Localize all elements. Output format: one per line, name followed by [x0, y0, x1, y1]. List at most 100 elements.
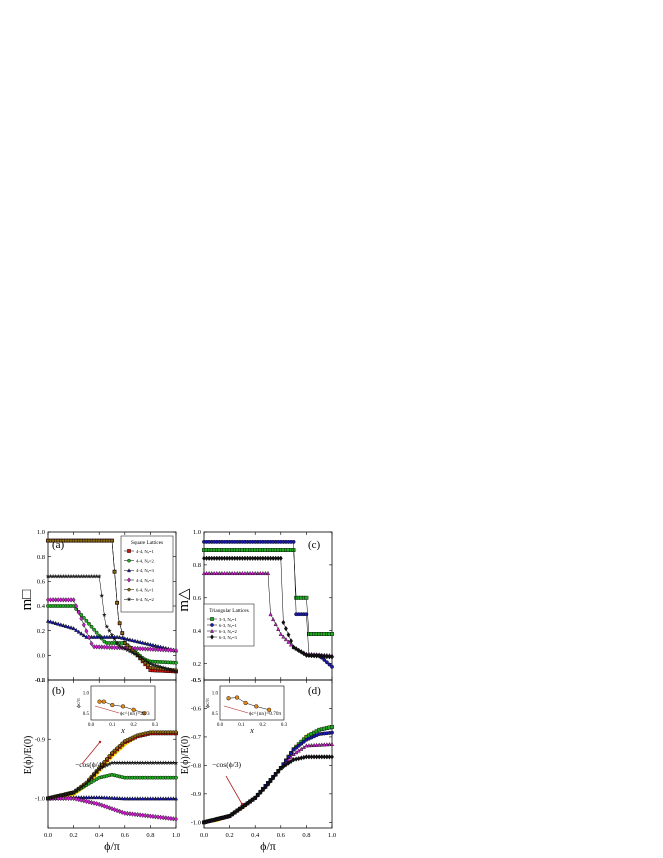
- data-point: [166, 815, 171, 821]
- data-point: [140, 812, 145, 818]
- legend-marker: [210, 617, 214, 621]
- data-point: [130, 638, 135, 643]
- data-point: [104, 762, 110, 768]
- data-point: [110, 538, 114, 543]
- data-point: [286, 632, 291, 638]
- data-point: [104, 757, 109, 761]
- data-point: [158, 730, 163, 734]
- data-point: [322, 653, 327, 660]
- data-point: [46, 597, 50, 603]
- data-point: [96, 766, 102, 771]
- data-point: [51, 620, 56, 625]
- inset-point: [243, 700, 248, 706]
- data-point: [120, 809, 125, 815]
- y-tick-label: 0.8: [193, 562, 201, 569]
- data-point: [201, 570, 207, 576]
- series-line: [203, 724, 333, 824]
- data-point: [51, 538, 56, 543]
- data-point: [250, 797, 255, 803]
- data-point: [107, 761, 112, 767]
- data-point: [219, 570, 224, 576]
- data-point: [92, 795, 97, 800]
- data-point: [143, 796, 148, 801]
- data-point: [168, 730, 173, 734]
- legend-entry: 6-4, Nₑ=1: [136, 587, 155, 593]
- data-point: [156, 646, 161, 653]
- data-point: [158, 647, 163, 653]
- data-point: [61, 597, 66, 603]
- data-point: [278, 765, 283, 771]
- series-0: [47, 731, 176, 800]
- panel-c: 0.50.20.40.60.81.0m△(c)Triangular Lattic…: [176, 529, 335, 684]
- data-point: [230, 570, 235, 576]
- data-point: [324, 654, 329, 660]
- data-point: [83, 781, 89, 786]
- data-point: [87, 621, 91, 626]
- x-tick-label: 0.8: [302, 832, 310, 839]
- y-tick-label: -1.0: [191, 820, 201, 827]
- data-point: [117, 744, 122, 748]
- data-point: [120, 796, 125, 801]
- data-point: [232, 570, 237, 576]
- data-point: [148, 642, 153, 647]
- y-tick-label: -1.0: [35, 796, 45, 803]
- data-point: [143, 641, 148, 646]
- y-tick-label: 0.0: [37, 653, 45, 660]
- series-5: [46, 730, 178, 801]
- y-tick-label: 0.4: [37, 603, 46, 610]
- inset-point: [254, 704, 259, 709]
- inset-point: [110, 702, 115, 708]
- data-point: [156, 814, 161, 820]
- data-point: [158, 796, 163, 801]
- data-point: [171, 816, 176, 822]
- data-point: [309, 754, 314, 760]
- legend-entry: 6-3, Nₑ=3: [219, 635, 238, 641]
- data-point: [99, 765, 105, 770]
- data-point: [135, 639, 140, 644]
- data-point: [253, 555, 258, 561]
- data-point: [58, 597, 63, 603]
- y-tick-label: 0.6: [37, 579, 46, 586]
- data-point: [317, 742, 322, 747]
- data-point: [130, 811, 135, 817]
- data-point: [289, 751, 293, 756]
- data-point: [150, 796, 155, 801]
- data-point: [161, 730, 166, 734]
- data-point: [104, 634, 109, 639]
- data-point: [66, 624, 71, 629]
- data-point: [158, 814, 163, 820]
- data-point: [214, 570, 219, 576]
- data-point: [306, 743, 311, 748]
- data-point: [273, 555, 278, 561]
- data-point: [135, 812, 140, 818]
- data-point: [140, 646, 145, 652]
- data-point: [289, 754, 294, 759]
- inset-frame: [219, 685, 285, 721]
- data-point: [237, 570, 242, 576]
- data-point: [115, 746, 120, 750]
- data-point: [253, 795, 258, 801]
- y-tick-label: -0.2: [35, 677, 45, 684]
- data-point: [66, 597, 71, 603]
- data-point: [109, 795, 115, 800]
- legend-title: Square Lattices: [131, 540, 163, 546]
- data-point: [301, 739, 306, 744]
- data-point: [286, 639, 291, 644]
- data-point: [109, 632, 115, 638]
- data-point: [153, 814, 158, 820]
- y-axis-label: m□: [19, 590, 35, 611]
- data-point: [89, 538, 94, 543]
- data-point: [151, 646, 155, 652]
- data-point: [265, 570, 271, 576]
- data-point: [48, 597, 53, 603]
- data-point: [102, 795, 107, 800]
- data-point: [255, 555, 260, 561]
- data-point: [69, 538, 73, 543]
- data-point: [327, 662, 332, 667]
- data-point: [161, 815, 166, 821]
- data-point: [125, 643, 130, 648]
- data-point: [327, 742, 332, 747]
- data-point: [137, 654, 143, 660]
- data-point: [122, 810, 127, 816]
